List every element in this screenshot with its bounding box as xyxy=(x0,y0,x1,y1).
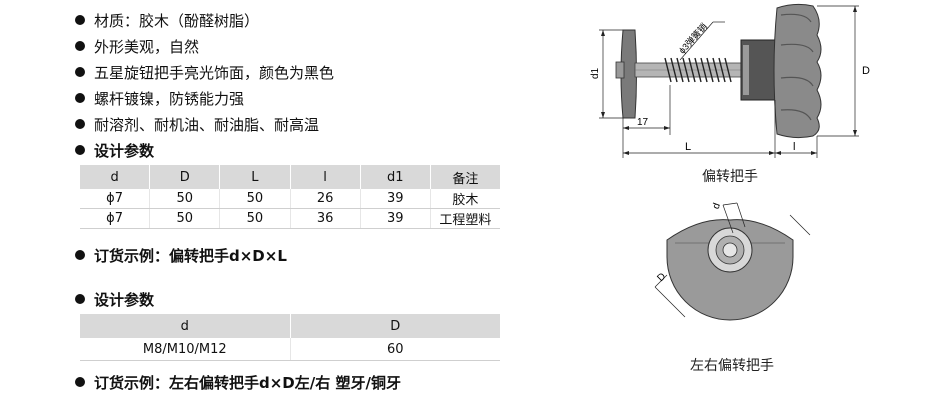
spec-table-2: d D M8/M10/M12 60 xyxy=(80,314,500,361)
column-header: d1 xyxy=(360,165,431,189)
bullet-icon xyxy=(75,67,85,77)
left-right-handle-front-view: d D xyxy=(654,202,811,321)
bullet-icon xyxy=(75,294,85,304)
offset-handle-side-view: d1 D 17 L l ϕ3弹簧销 xyxy=(590,3,870,158)
label-d: d xyxy=(711,202,723,211)
table-cell: 39 xyxy=(360,189,431,209)
bullet-icon xyxy=(75,377,85,387)
spring-coil xyxy=(664,57,732,83)
bullet-icon xyxy=(75,41,85,51)
table-cell: 工程塑料 xyxy=(430,208,500,229)
table-cell: 26 xyxy=(290,189,361,209)
section-title: 设计参数 xyxy=(75,139,154,161)
table-cell: 50 xyxy=(149,189,221,209)
section-title: 设计参数 xyxy=(75,288,154,310)
table-cell: 50 xyxy=(219,189,291,209)
label-17: 17 xyxy=(637,117,649,128)
column-header: 备注 xyxy=(430,165,500,189)
label-spring-pin: ϕ3弹簧销 xyxy=(676,21,709,56)
label-D: D xyxy=(655,271,668,284)
feature-item: 螺杆镀镍，防锈能力强 xyxy=(75,87,244,109)
table-row: ϕ7 50 50 36 39 工程塑料 xyxy=(80,208,500,229)
table-cell: 36 xyxy=(290,208,361,229)
order-example: 订货示例：偏转把手d×D×L xyxy=(75,244,287,266)
feature-item: 材质：胶木（酚醛树脂） xyxy=(75,9,259,31)
table-cell: 39 xyxy=(360,208,431,229)
column-header: L xyxy=(219,165,291,189)
table-cell: ϕ7 xyxy=(80,189,151,209)
feature-text: 螺杆镀镍，防锈能力强 xyxy=(94,89,245,108)
column-header: d xyxy=(80,314,291,338)
bullet-icon xyxy=(75,15,85,25)
feature-text: 五星旋钮把手亮光饰面，颜色为黑色 xyxy=(94,63,335,82)
column-header: l xyxy=(290,165,361,189)
label-d1: d1 xyxy=(590,67,601,79)
bullet-icon xyxy=(75,93,85,103)
table-row: ϕ7 50 50 26 39 胶木 xyxy=(80,189,500,209)
table-cell: 胶木 xyxy=(430,189,500,209)
feature-item: 耐溶剂、耐机油、耐油脂、耐高温 xyxy=(75,113,319,135)
figure1-caption: 偏转把手 xyxy=(702,169,758,185)
table-cell: 50 xyxy=(219,208,291,229)
feature-text: 耐溶剂、耐机油、耐油脂、耐高温 xyxy=(94,115,320,134)
column-header: D xyxy=(149,165,221,189)
column-header: d xyxy=(80,165,151,189)
spec-table-1: d D L l d1 备注 ϕ7 50 50 26 39 胶木 ϕ7 50 50… xyxy=(80,165,500,229)
bullet-icon xyxy=(75,250,85,260)
table-row: M8/M10/M12 60 xyxy=(80,338,500,361)
order-example: 订货示例：左右偏转把手d×D左/右 塑牙/铜牙 xyxy=(75,371,401,393)
table-cell: 60 xyxy=(290,338,500,361)
figure2-caption: 左右偏转把手 xyxy=(690,358,774,374)
column-header: D xyxy=(290,314,500,338)
label-l: l xyxy=(793,141,795,153)
label-D: D xyxy=(862,65,870,77)
table-cell: M8/M10/M12 xyxy=(80,338,291,361)
bullet-icon xyxy=(75,119,85,129)
bullet-icon xyxy=(75,145,85,155)
table-cell: ϕ7 xyxy=(80,208,151,229)
label-L: L xyxy=(685,141,691,153)
table-cell: 50 xyxy=(149,208,221,229)
feature-item: 五星旋钮把手亮光饰面，颜色为黑色 xyxy=(75,61,334,83)
feature-text: 外形美观，自然 xyxy=(94,37,200,56)
feature-item: 外形美观，自然 xyxy=(75,35,199,57)
feature-text: 材质：胶木（酚醛树脂） xyxy=(94,11,260,30)
